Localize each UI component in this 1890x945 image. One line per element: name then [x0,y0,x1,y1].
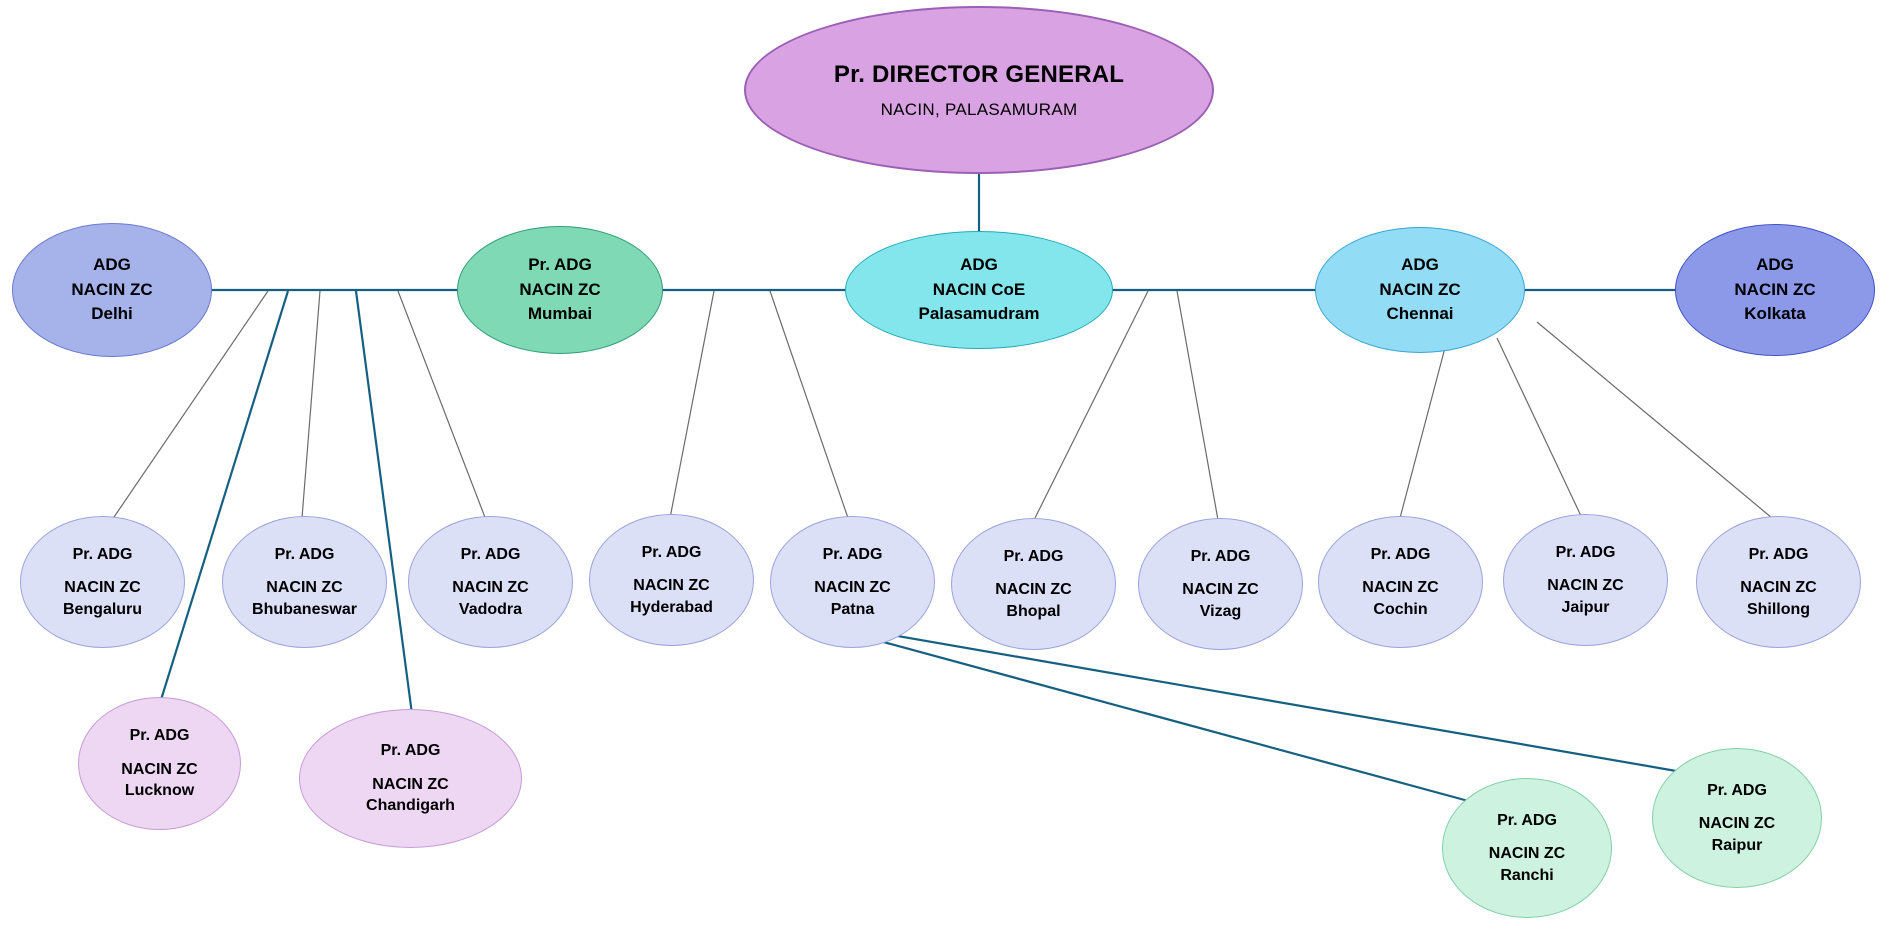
org-node-raipur: Pr. ADG NACIN ZC Raipur [1652,748,1822,888]
node-line: Pr. ADG [528,255,592,275]
node-line: Shillong [1746,600,1811,618]
node-line: Chandigarh [366,797,455,815]
node-subtitle: NACIN, PALASAMURAM [880,99,1078,119]
node-line: Bhopal [1006,602,1061,620]
connector-palasamudram-vizag [1176,290,1219,521]
node-line: ADG [1401,255,1439,275]
node-line: Patna [830,600,875,618]
node-line: Pr. ADG [1497,811,1557,829]
org-node-bengaluru: Pr. ADG NACIN ZC Bengaluru [20,516,185,648]
node-line: Hyderabad [630,598,713,616]
org-node-vizag: Pr. ADG NACIN ZC Vizag [1138,518,1303,650]
node-line: ADG [960,255,998,275]
connector-chennai-shillong [1536,321,1773,519]
org-node-vadodra: Pr. ADG NACIN ZC Vadodra [408,516,573,648]
node-line: Pr. ADG [641,543,702,561]
node-line: Mumbai [527,304,593,324]
org-node-chennai: ADG NACIN ZC Chennai [1315,227,1525,353]
node-line: Chennai [1386,304,1454,324]
connector-delhi-bengaluru [111,290,269,521]
connector-delhi-chandigarh [354,290,414,715]
node-line: NACIN ZC [1182,581,1259,599]
node-line: NACIN ZC [814,579,891,597]
node-line: Lucknow [124,782,195,800]
connector-palasamudram-bhopal [1034,290,1149,519]
node-line: Pr. ADG [72,545,133,563]
node-line: NACIN ZC [1362,579,1439,597]
node-line: NACIN ZC [266,579,343,597]
node-line: NACIN ZC [1740,579,1817,597]
node-title: Pr. DIRECTOR GENERAL [833,61,1125,89]
node-line: Raipur [1711,836,1763,854]
node-line: Vizag [1199,602,1242,620]
node-line: Jaipur [1561,598,1610,616]
node-line: Vadodra [458,600,523,618]
connector-mumbai-hyderabad [669,290,715,519]
node-line: Pr. ADG [274,545,335,563]
node-line: NACIN ZC [64,579,141,597]
org-node-delhi: ADG NACIN ZC Delhi [12,223,212,357]
org-node-bhopal: Pr. ADG NACIN ZC Bhopal [951,518,1116,650]
connector-chennai-jaipur [1496,337,1583,519]
node-line: Delhi [91,304,133,324]
node-line: NACIN ZC [121,760,198,778]
node-line: Pr. ADG [822,545,883,563]
node-line: Pr. ADG [1555,543,1616,561]
org-node-lucknow: Pr. ADG NACIN ZC Lucknow [78,697,241,830]
org-node-bhubaneswar: Pr. ADG NACIN ZC Bhubaneswar [222,516,387,648]
connector-mumbai-patna [769,290,849,519]
org-node-mumbai: Pr. ADG NACIN ZC Mumbai [457,226,663,354]
node-line: NACIN ZC [1379,279,1461,299]
connector-patna-ranchi [875,638,1473,804]
connector-delhi-vadodra [397,290,487,521]
node-line: Pr. ADG [460,545,521,563]
node-line: Bhubaneswar [252,600,357,618]
node-line: Bengaluru [62,600,143,618]
org-node-chandigarh: Pr. ADG NACIN ZC Chandigarh [299,709,522,848]
node-line: Cochin [1373,600,1428,618]
node-line: NACIN ZC [1547,577,1624,595]
connector-patna-raipur [885,632,1683,774]
node-line: Ranchi [1500,866,1554,884]
node-line: NACIN ZC [71,279,153,299]
node-line: Palasamudram [918,304,1040,324]
node-line: Pr. ADG [1707,781,1767,799]
node-line: ADG [93,255,131,275]
node-line: NACIN ZC [995,581,1072,599]
node-line: ADG [1756,255,1794,275]
org-node-hyderabad: Pr. ADG NACIN ZC Hyderabad [589,514,754,646]
node-line: Pr. ADG [1748,545,1809,563]
node-line: NACIN ZC [1698,815,1776,833]
node-line: NACIN CoE [932,279,1026,299]
node-line: Pr. ADG [1370,545,1431,563]
connector-delhi-lucknow [158,290,290,704]
org-node-palasamudram: ADG NACIN CoE Palasamudram [845,231,1113,349]
connector-delhi-bhubaneswar [301,290,321,519]
node-line: Pr. ADG [1003,547,1064,565]
node-line: NACIN ZC [1488,845,1566,863]
node-line: NACIN ZC [1734,279,1816,299]
org-node-cochin: Pr. ADG NACIN ZC Cochin [1318,516,1483,648]
connector-chennai-cochin [1399,343,1447,519]
node-line: NACIN ZC [633,577,710,595]
node-line: Pr. ADG [129,727,190,745]
org-node-ranchi: Pr. ADG NACIN ZC Ranchi [1442,778,1612,918]
org-node-shillong: Pr. ADG NACIN ZC Shillong [1696,516,1861,648]
org-node-jaipur: Pr. ADG NACIN ZC Jaipur [1503,514,1668,646]
node-line: NACIN ZC [452,579,529,597]
node-line: NACIN ZC [519,279,601,299]
node-line: Kolkata [1744,304,1806,324]
node-line: Pr. ADG [380,742,441,760]
node-line: Pr. ADG [1190,547,1251,565]
org-node-kolkata: ADG NACIN ZC Kolkata [1675,224,1875,356]
org-node-director-general: Pr. DIRECTOR GENERAL NACIN, PALASAMURAM [744,6,1214,174]
org-node-patna: Pr. ADG NACIN ZC Patna [770,516,935,648]
node-line: NACIN ZC [372,775,449,793]
